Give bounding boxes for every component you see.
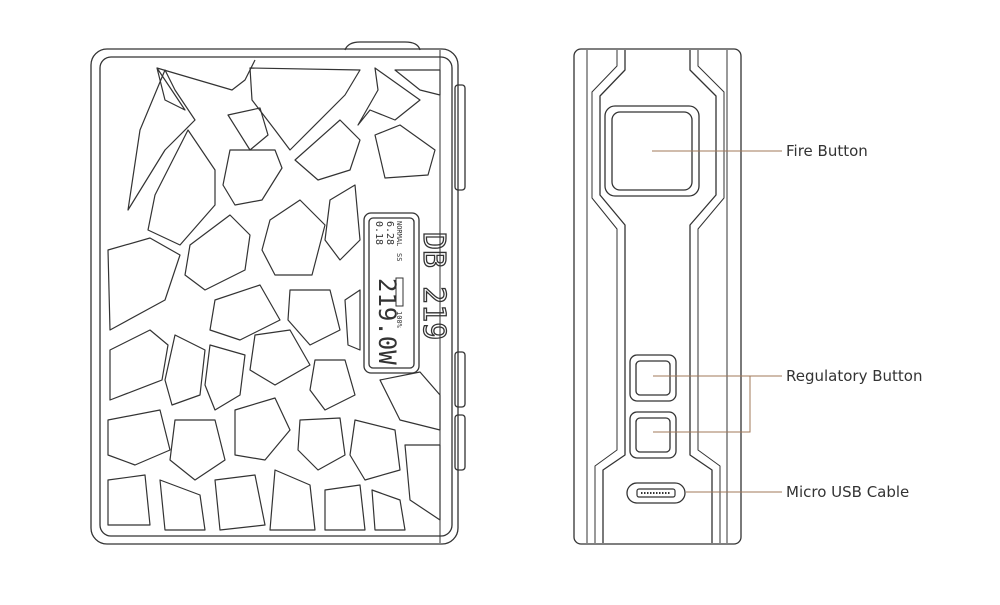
side-up-button	[454, 351, 466, 408]
battery-icon	[395, 277, 404, 307]
screen-battery: 100%	[395, 311, 403, 329]
front-view	[90, 41, 466, 545]
screen-display: 0.18 6.28 NORMAL SS 219.0W 100%	[373, 221, 404, 365]
usb-port	[626, 482, 686, 504]
side-view	[573, 48, 742, 545]
callout-micro-usb-cable: Micro USB Cable	[786, 483, 910, 501]
screen-material: SS	[395, 253, 403, 261]
screen-frame	[363, 212, 420, 374]
crackle-pattern	[107, 59, 441, 531]
front-body-inner	[99, 56, 453, 537]
screen-resistance: 0.18	[373, 221, 384, 245]
down-button	[629, 411, 677, 459]
screen-voltage: 6.28	[384, 221, 395, 245]
brand-label: DB 219	[416, 232, 451, 340]
side-down-button	[454, 414, 466, 471]
up-button	[629, 354, 677, 402]
screen-bezel	[368, 217, 415, 369]
front-body-outer	[90, 48, 459, 545]
screen-mode: NORMAL	[395, 221, 403, 246]
side-body-outer	[573, 48, 742, 545]
leader-regulatory-bottom	[653, 376, 751, 433]
top-cap	[344, 41, 421, 51]
panel-right-edge	[689, 50, 717, 543]
panel-left-edge	[599, 50, 626, 543]
side-fire-button	[454, 84, 466, 191]
callout-fire-button: Fire Button	[786, 142, 868, 160]
callout-regulatory-button: Regulatory Button	[786, 367, 923, 385]
leader-lines	[652, 150, 782, 493]
